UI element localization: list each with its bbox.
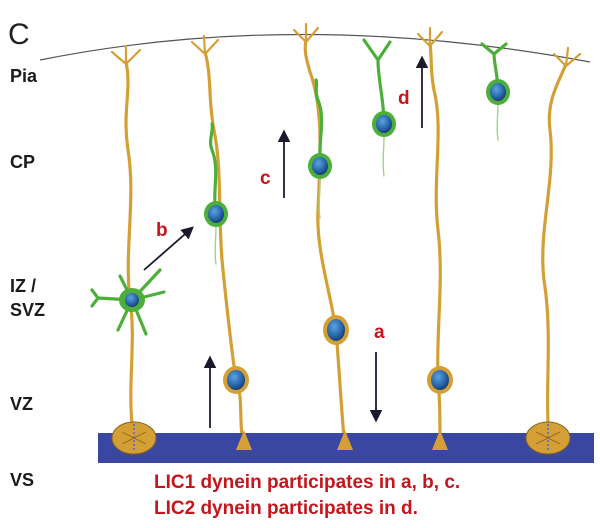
migrating-neuron [308, 80, 332, 218]
layer-label-iz: IZ / [10, 276, 36, 296]
arrow-label-c: c [260, 168, 271, 189]
dividing-cell [526, 422, 570, 454]
pial-surface [40, 34, 590, 62]
caption-line-2: LIC2 dynein participates in d. [154, 498, 418, 519]
panel-letter: C [8, 18, 30, 51]
dividing-cell [112, 422, 156, 454]
layer-label-vs: VS [10, 470, 34, 490]
arrow-label-a: a [374, 322, 385, 343]
moving-nucleus [323, 315, 349, 345]
radial-glia-fiber [305, 40, 345, 448]
arrow-b [144, 228, 192, 270]
glia-endfoot [294, 24, 318, 42]
layer-label-pia: Pia [10, 66, 38, 86]
arrow-label-d: d [398, 88, 410, 109]
glia-endfoot [418, 28, 442, 46]
migrating-neuron [364, 40, 396, 176]
radial-glia-fiber [126, 62, 132, 424]
arrow-label-b: b [156, 220, 168, 241]
layer-label-svz: SVZ [10, 300, 45, 320]
vz-nucleus [223, 366, 249, 394]
glia-endfoot [112, 46, 140, 64]
layer-label-cp: CP [10, 152, 35, 172]
migrating-neuron [482, 44, 510, 140]
glia-endfoot [554, 48, 580, 66]
caption-line-1: LIC1 dynein participates in a, b, c. [154, 472, 460, 493]
radial-glia-fiber [543, 64, 566, 424]
vz-nucleus [427, 366, 453, 394]
layer-label-vz: VZ [10, 394, 33, 414]
